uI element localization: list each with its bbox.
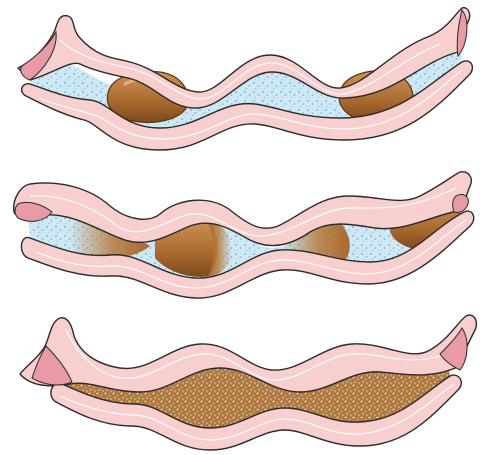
panel-2-cut-end-right — [453, 194, 469, 212]
panel-1-separated-contents — [18, 8, 472, 150]
panel-2-partially-mixed-contents — [14, 172, 474, 298]
panel-3-fully-mixed-contents — [20, 315, 476, 450]
